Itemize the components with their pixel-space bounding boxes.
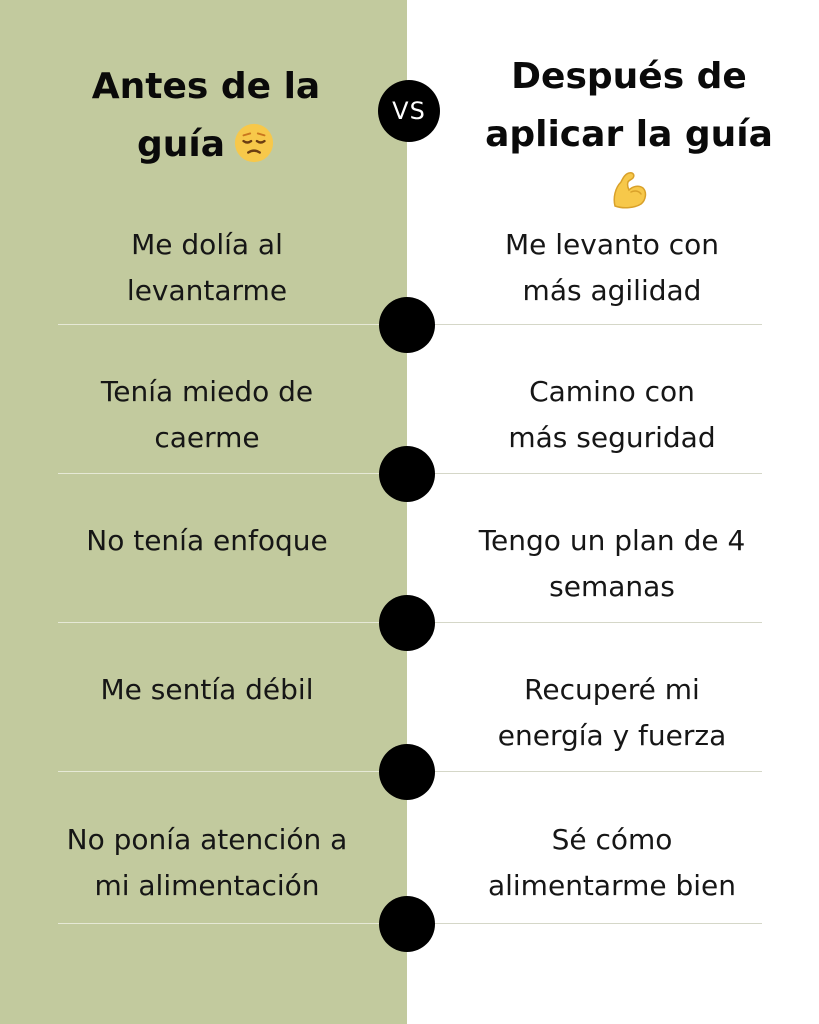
before-item-line2: levantarme [126,274,288,307]
before-item: No tenía enfoque [22,518,392,564]
after-item: Sé cómo alimentarme bien [420,817,804,909]
before-item-line1: Me dolía al [131,228,283,261]
before-heading-line1: Antes de la [91,66,321,107]
before-item-line1: No ponía atención a [66,823,348,856]
row-divider [58,771,384,772]
row-divider [58,923,384,924]
before-item: Me dolía al levantarme [22,222,392,314]
comparison-row: Tenía miedo de caerme Camino con más seg… [0,369,819,519]
after-item-line1: Tengo un plan de 4 [478,524,746,557]
before-panel [0,0,407,1024]
row-divider [58,473,384,474]
before-item-line2: mi alimentación [94,869,320,902]
row-divider [58,324,384,325]
after-item-line2: alimentarme bien [487,869,737,902]
after-item: Recuperé mi energía y fuerza [420,667,804,759]
vs-badge: VS [378,80,440,142]
after-item-line2: semanas [549,570,675,603]
after-item-line1: Recuperé mi [524,673,700,706]
before-item-line2: caerme [154,421,260,454]
comparison-row: No ponía atención a mi alimentación Sé c… [0,817,819,967]
after-item-line2: más seguridad [508,421,716,454]
before-heading-line2: guía [136,124,226,165]
after-item-line2: energía y fuerza [497,719,727,752]
before-heading: Antes de la guía [20,58,392,174]
timeline-dot [379,446,435,502]
before-item-line1: Tenía miedo de [100,375,314,408]
row-divider [432,473,762,474]
row-divider [432,622,762,623]
after-item-line2: más agilidad [522,274,702,307]
timeline-dot [379,744,435,800]
before-item: No ponía atención a mi alimentación [22,817,392,909]
comparison-row: No tenía enfoque Tengo un plan de 4 sema… [0,518,819,668]
before-item: Me sentía débil [22,667,392,713]
flexed-biceps-icon [613,172,647,209]
after-item-line1: Me levanto con [504,228,720,261]
timeline-dot [379,896,435,952]
after-heading: Después de aplicar la guía [440,48,818,214]
row-divider [432,771,762,772]
after-item: Me levanto con más agilidad [420,222,804,314]
after-item-line1: Camino con [529,375,695,408]
timeline-dot [379,297,435,353]
after-item: Tengo un plan de 4 semanas [420,518,804,610]
row-divider [432,923,762,924]
unamused-face-icon [234,123,274,163]
after-heading-line2: aplicar la guía [485,114,773,155]
row-divider [58,622,384,623]
after-heading-line1: Después de [511,56,747,97]
before-item-line1: Me sentía débil [100,673,314,706]
before-item: Tenía miedo de caerme [22,369,392,461]
after-panel [407,0,819,1024]
after-item: Camino con más seguridad [420,369,804,461]
row-divider [432,324,762,325]
comparison-row: Me sentía débil Recuperé mi energía y fu… [0,667,819,817]
comparison-row: Me dolía al levantarme Me levanto con má… [0,222,819,372]
after-item-line1: Sé cómo [551,823,673,856]
before-item-line1: No tenía enfoque [86,524,328,557]
timeline-dot [379,595,435,651]
